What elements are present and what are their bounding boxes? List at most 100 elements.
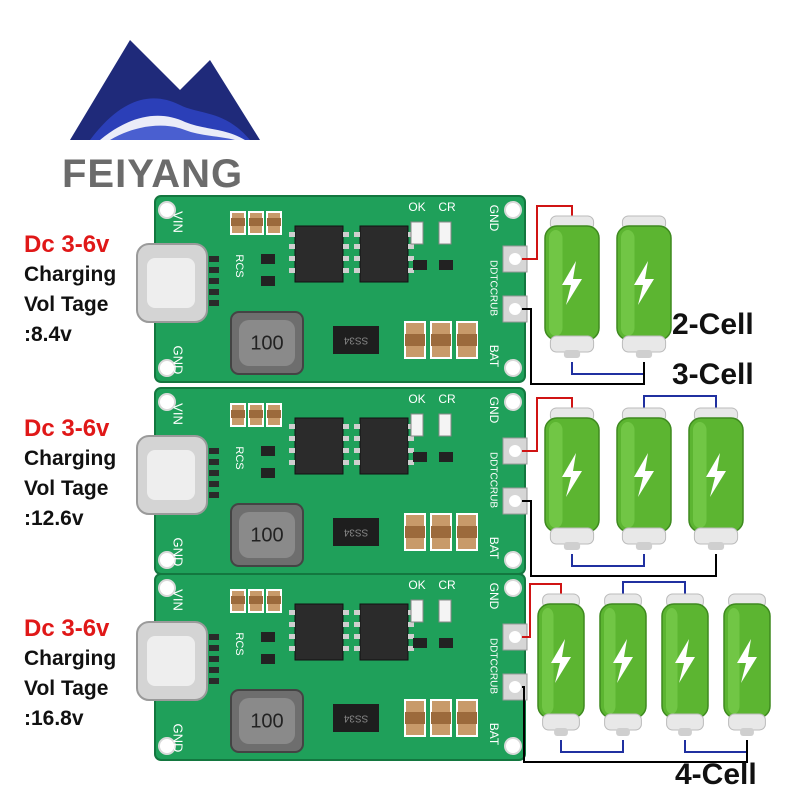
usb-pin [209,256,219,262]
ic-chip [359,225,409,283]
wire-series [684,740,748,753]
ic-pin [343,646,349,651]
pad-hole [509,631,521,643]
battery-base [604,713,642,731]
mount-hole [504,393,522,411]
ic-pin [354,448,360,453]
pin-gnd-label: GND [171,538,186,567]
pin-gnd-label: GND [171,346,186,375]
ic-pin [408,646,414,651]
resistor [413,260,427,270]
ic-pin [408,256,414,261]
battery-highlight [542,608,554,714]
battery-terminal [563,542,581,550]
output-capacitor-band [457,526,477,538]
mount-hole [158,579,176,597]
module-3-input: Dc 3-6v [24,615,110,642]
ic-pin [289,646,295,651]
usb-pin [209,470,219,476]
output-capacitor-band [431,526,451,538]
output-capacitor-band [431,334,451,346]
pin-bat-label: BAT [487,723,501,746]
resistor [261,276,275,286]
lightning-bolt-icon [634,453,654,497]
module-2-voltage: :12.6v [24,507,84,530]
led-cr-label: CR [438,578,456,592]
mount-hole [504,579,522,597]
battery-base [621,335,667,353]
battery-highlight [728,608,740,714]
pin-vin-label: VIN [171,589,186,611]
ic-pin [408,448,414,453]
battery-terminal [563,350,581,358]
capacitor-band [231,596,245,604]
led-cr-icon [438,413,452,437]
ic-pin [343,268,349,273]
rcs-label: RCS [233,254,245,277]
module-3-label: Dc 3-6v Charging Vol Tage :16.8v [24,614,116,734]
wire-positive [522,583,562,638]
led-ok-icon [410,599,424,623]
battery-terminal [554,728,568,736]
resistor [261,468,275,478]
output-capacitor-band [405,334,425,346]
capacitor-band [267,410,281,418]
battery-terminal [707,542,725,550]
ic-pin [354,436,360,441]
led-cr-icon [438,221,452,245]
module-1-line2: Vol Tage [24,293,109,316]
brand-logo-icon [70,40,260,140]
usb-c-inner [147,258,195,308]
ic-pin [289,256,295,261]
ic-pin [354,424,360,429]
battery-highlight [549,422,563,528]
ic-pin [289,460,295,465]
usb-pin [209,678,219,684]
ic-pin [354,634,360,639]
battery-base [728,713,766,731]
led-ok-label: OK [408,200,425,214]
pin-dtc-label: DDTCCRUB [487,638,498,694]
module-2-input: Dc 3-6v [24,415,110,442]
ic-chip [359,417,409,475]
resistor [439,638,453,648]
module-1-input: Dc 3-6v [24,231,110,258]
ic-pin [343,634,349,639]
wire-negative [522,500,717,577]
ic-pin [354,232,360,237]
ic-pin [289,622,295,627]
led-ok-label: OK [408,578,425,592]
mount-hole [504,737,522,755]
led-cr-label: CR [438,200,456,214]
mount-hole [158,201,176,219]
wire-positive [522,397,573,452]
pin-gnd-right-label: GND [487,397,501,424]
diode-icon [333,326,379,354]
output-capacitor-band [457,334,477,346]
ic-pin [289,232,295,237]
usb-pin [209,300,219,306]
battery-3-4 [723,593,771,736]
ic-pin [408,460,414,465]
mount-hole [504,359,522,377]
wire-series [571,362,645,375]
capacitor-band [249,596,263,604]
battery-terminal [740,728,754,736]
battery-terminal [616,728,630,736]
ic-pin [408,268,414,273]
led-ok-label: OK [408,392,425,406]
mount-hole [158,737,176,755]
pin-dtc-label: DDTCCRUB [487,452,498,508]
inductor-core [239,512,295,558]
wiring-3 [522,581,748,763]
usb-pin [209,459,219,465]
led-cr-label: CR [438,392,456,406]
ic-pin [289,268,295,273]
capacitor-band [249,218,263,226]
brand-name: FEIYANG [62,152,244,196]
lightning-bolt-icon [634,261,654,305]
wire-negative [522,686,748,763]
